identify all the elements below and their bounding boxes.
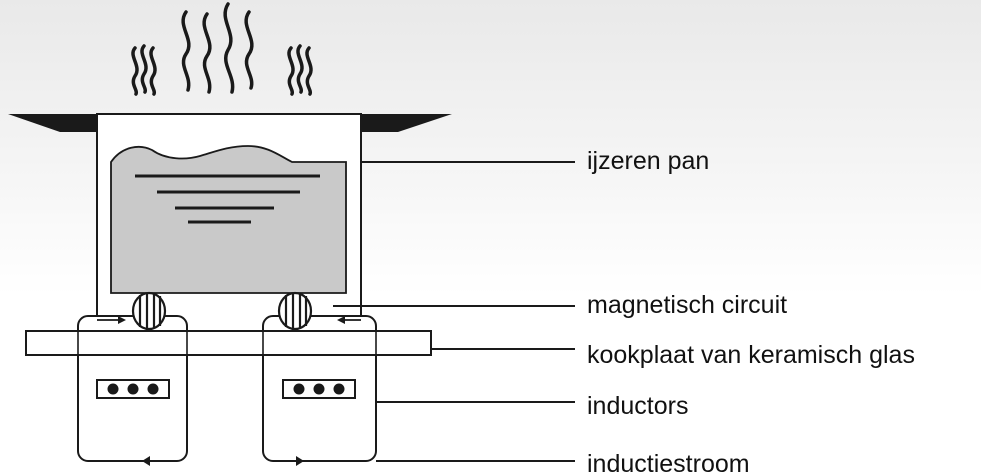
magnetic-coil-right (277, 291, 313, 331)
inductor-indicator-left (96, 379, 170, 399)
current-arrow-left (142, 456, 150, 466)
magnetic-arrow-left (97, 316, 126, 324)
label-induction-current: inductiestroom (587, 450, 750, 476)
liquid-lines (135, 174, 320, 224)
inductor-indicator-right (282, 379, 356, 399)
current-arrow-right (296, 456, 304, 466)
label-magnetic-circuit: magnetisch circuit (587, 291, 788, 319)
label-iron-pan: ijzeren pan (587, 147, 710, 175)
label-ceramic-glass-hob: kookplaat van keramisch glas (587, 341, 915, 369)
label-inductors: inductors (587, 392, 689, 420)
housing-lines-through-glass (77, 331, 377, 355)
magnetic-coil-left (131, 291, 167, 331)
steam-icon (131, 2, 313, 96)
leader-lines (333, 161, 575, 462)
glass-hob (25, 330, 432, 356)
liquid (110, 145, 347, 294)
magnetic-arrow-right (337, 316, 361, 324)
pan-rim (8, 114, 452, 132)
